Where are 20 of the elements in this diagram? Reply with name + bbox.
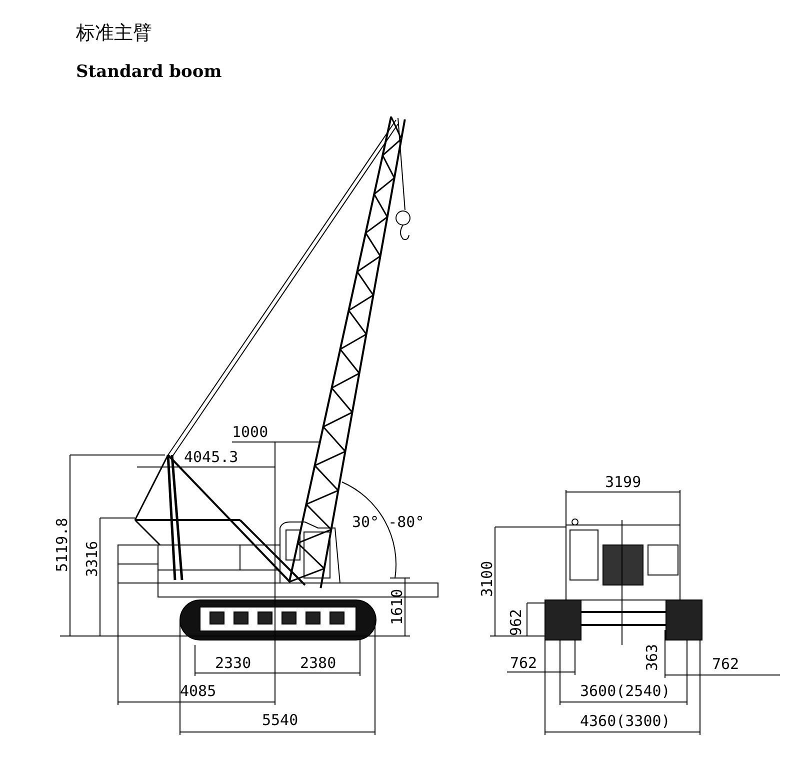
dimension-label: 4045.3 [184,449,238,465]
dimension-label: 3316 [84,540,100,577]
dimension-label: 2330 [215,655,252,671]
angle-label: 30° -80° [352,514,424,530]
dimension-label: 762 [712,656,740,672]
dimension-label: 363 [644,644,660,671]
dimension-label: 5540 [262,712,298,728]
dimension-label: 3199 [605,474,642,490]
dimension-label: 4360(3300) [580,713,670,729]
dimension-label: 3600(2540) [580,683,670,699]
dimension-label: 1610 [389,588,405,625]
dimension-label: 4085 [180,683,216,699]
dimension-label: 5119.8 [54,518,70,572]
dimension-label: 1000 [232,424,268,440]
dimension-label: 962 [508,608,524,636]
dimension-label: 3100 [479,560,495,597]
chinese-title: 标准主臂 [76,21,152,46]
dimension-label: 2380 [300,655,336,671]
subtitle: Standard boom [76,64,222,80]
dimension-label: 762 [510,655,538,671]
